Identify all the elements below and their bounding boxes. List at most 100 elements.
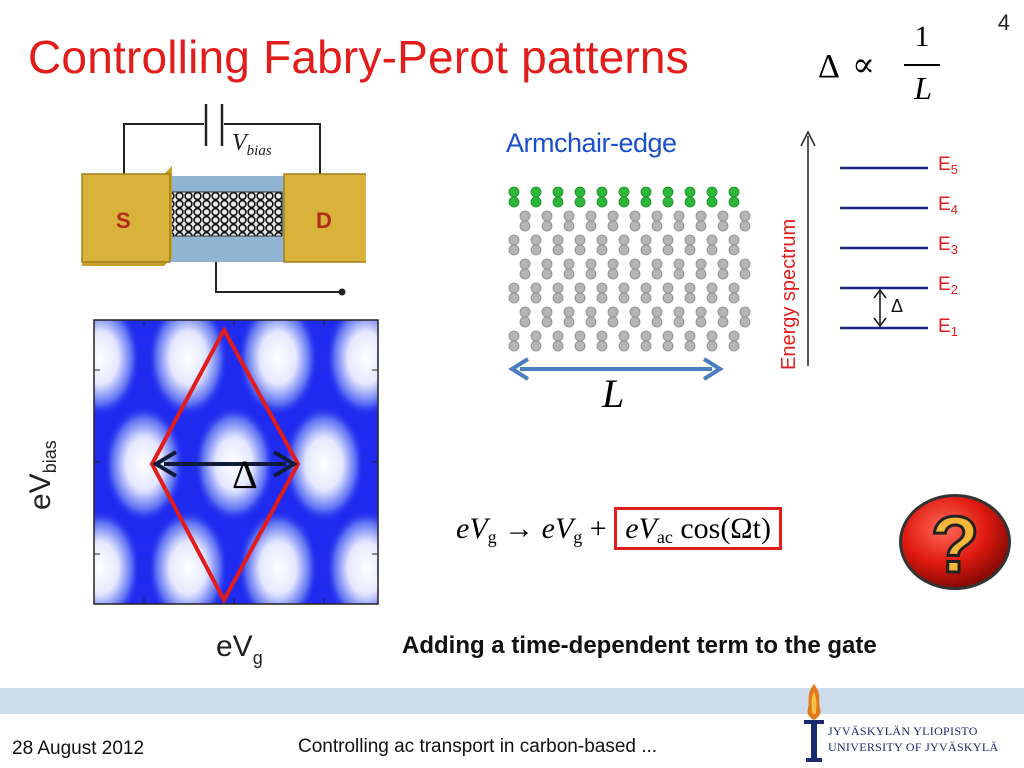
carbon-atom: [541, 220, 553, 232]
carbon-atom: [541, 316, 553, 328]
armchair-title: Armchair-edge: [506, 128, 677, 158]
edge-atom: [706, 196, 718, 208]
carbon-atom: [695, 316, 707, 328]
edge-atom: [662, 196, 674, 208]
carbon-atom: [508, 244, 520, 256]
carbon-atom: [706, 292, 718, 304]
carbon-atom: [651, 258, 663, 270]
carbon-atom: [618, 330, 630, 342]
edge-atom: [684, 186, 696, 198]
university-logo-icon: [804, 684, 824, 762]
carbon-atom: [684, 282, 696, 294]
carbon-atom: [541, 268, 553, 280]
carbon-atom: [530, 244, 542, 256]
pattern-bright-spot: [326, 320, 378, 416]
carbon-atom: [607, 210, 619, 222]
edge-atom: [618, 196, 630, 208]
edge-atom: [552, 186, 564, 198]
carbon-atom: [596, 282, 608, 294]
carbon-atom: [552, 244, 564, 256]
edge-atom: [596, 196, 608, 208]
pattern-bright-spot: [326, 510, 378, 604]
carbon-atom: [607, 268, 619, 280]
formula-numerator: 1: [914, 20, 930, 53]
carbon-atom: [596, 340, 608, 352]
carbon-atom: [596, 292, 608, 304]
carbon-atom: [684, 292, 696, 304]
carbon-atom: [585, 316, 597, 328]
edge-atom: [640, 186, 652, 198]
level-label-e2: E2: [938, 274, 958, 297]
energy-axis-arrowhead: [800, 130, 816, 147]
edge-atom: [728, 186, 740, 198]
edge-atom: [640, 196, 652, 208]
edge-atom: [662, 186, 674, 198]
level-label-e3: E3: [938, 234, 958, 257]
carbon-atom: [563, 220, 575, 232]
carbon-atom: [508, 292, 520, 304]
carbon-atom: [640, 244, 652, 256]
svg-text:?: ?: [931, 500, 980, 589]
carbon-atom: [717, 306, 729, 318]
carbon-atom: [695, 268, 707, 280]
carbon-atom: [673, 268, 685, 280]
bias-wire-left: [123, 123, 204, 174]
edge-atom: [728, 196, 740, 208]
carbon-atom: [695, 258, 707, 270]
carbon-atom: [574, 340, 586, 352]
carbon-atom: [739, 220, 751, 232]
carbon-atom: [585, 258, 597, 270]
carbon-atom: [629, 210, 641, 222]
proportionality-formula: Δ ∝ 1 L: [818, 18, 948, 108]
carbon-atom: [706, 244, 718, 256]
carbon-atom: [607, 220, 619, 232]
carbon-atom: [530, 292, 542, 304]
carbon-atom: [673, 210, 685, 222]
edge-atom: [596, 186, 608, 198]
footer-band: [0, 688, 1024, 714]
carbon-atom: [728, 282, 740, 294]
edge-atom: [508, 186, 520, 198]
carbon-atom: [530, 330, 542, 342]
nanoribbon-channel: [165, 191, 283, 237]
carbon-atom: [640, 330, 652, 342]
carbon-atom: [651, 210, 663, 222]
carbon-atom: [728, 330, 740, 342]
carbon-atom: [574, 234, 586, 246]
pattern-bright-spot: [94, 320, 140, 416]
pattern-bright-spot: [104, 406, 184, 522]
carbon-atom: [629, 258, 641, 270]
carbon-atom: [585, 220, 597, 232]
carbon-atom: [563, 316, 575, 328]
edge-atom: [684, 196, 696, 208]
carbon-atom: [629, 316, 641, 328]
carbon-atom: [728, 244, 740, 256]
carbon-atom: [651, 316, 663, 328]
carbon-atom: [563, 268, 575, 280]
carbon-atom: [640, 282, 652, 294]
pattern-bright-spot: [94, 510, 140, 604]
device-schematic: S D Vbias: [81, 104, 366, 296]
carbon-atom: [629, 306, 641, 318]
edge-atom: [552, 196, 564, 208]
carbon-atom: [530, 340, 542, 352]
drain-electrode: [283, 173, 366, 263]
carbon-atom: [629, 268, 641, 280]
carbon-atom: [574, 282, 586, 294]
carbon-atom: [574, 292, 586, 304]
carbon-atom: [717, 210, 729, 222]
carbon-atom: [552, 330, 564, 342]
carbon-atom: [673, 220, 685, 232]
carbon-atom: [640, 234, 652, 246]
footer-title: Controlling ac transport in carbon-based…: [298, 736, 658, 757]
carbon-atom: [640, 340, 652, 352]
carbon-atom: [596, 330, 608, 342]
gate-formula: eVg → eVg + eVac cos(Ωt): [456, 507, 782, 550]
carbon-atom: [585, 210, 597, 222]
carbon-atom: [662, 340, 674, 352]
level-label-e4: E4: [938, 194, 958, 217]
coulomb-diamond: [149, 325, 301, 605]
level-label-e5: E5: [938, 154, 958, 177]
carbon-atom: [519, 306, 531, 318]
carbon-atom: [739, 306, 751, 318]
